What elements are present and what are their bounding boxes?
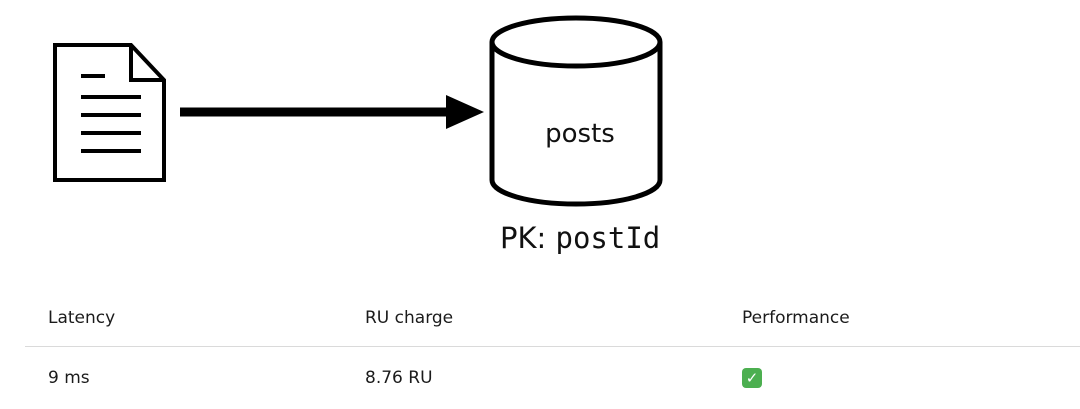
partition-key-caption: PK: postId: [500, 218, 660, 258]
table-header-row: Latency RU charge Performance: [25, 290, 1080, 347]
column-header-performance: Performance: [719, 290, 1080, 347]
performance-cell: ✓: [719, 347, 1080, 409]
container-name: posts: [545, 119, 615, 149]
check-mark-icon: ✓: [742, 368, 762, 388]
partition-key-value: postId: [556, 221, 661, 255]
column-header-latency: Latency: [25, 290, 342, 347]
document-icon: [55, 45, 164, 180]
arrow-right-icon: [180, 95, 484, 129]
partition-key-label: PK:: [500, 221, 546, 255]
results-table: Latency RU charge Performance 9 ms 8.76 …: [25, 290, 1080, 409]
table-row: 9 ms 8.76 RU ✓: [25, 347, 1080, 409]
latency-cell: 9 ms: [25, 347, 342, 409]
ru-charge-cell: 8.76 RU: [342, 347, 719, 409]
database-icon: posts: [492, 18, 660, 204]
column-header-ru-charge: RU charge: [342, 290, 719, 347]
